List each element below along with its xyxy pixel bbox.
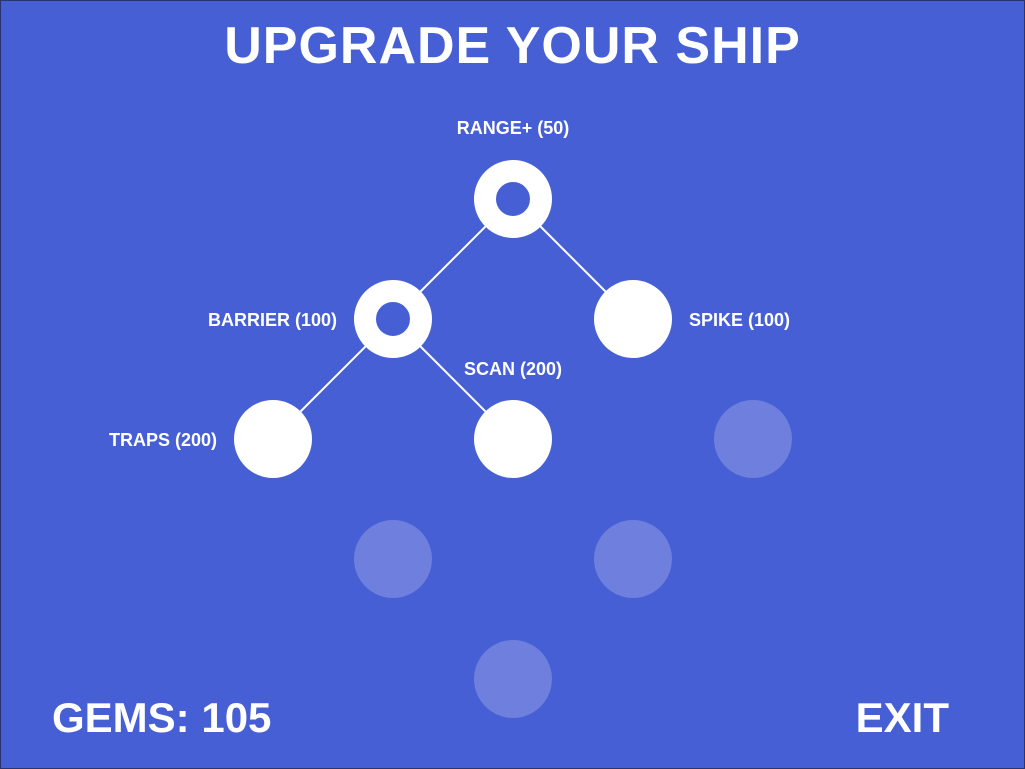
gems-counter: GEMS: 105 <box>52 694 272 741</box>
upgrade-node-circle <box>354 280 432 358</box>
upgrade-node-locked-1 <box>714 400 792 478</box>
upgrade-node-locked-4 <box>474 640 552 718</box>
upgrade-node-circle <box>474 640 552 718</box>
exit-button[interactable]: EXIT <box>855 694 949 741</box>
upgrade-node-traps[interactable]: TRAPS (200) <box>109 400 312 478</box>
upgrade-node-circle <box>234 400 312 478</box>
upgrade-node-circle <box>474 160 552 238</box>
upgrade-node-barrier[interactable]: BARRIER (100) <box>208 280 432 358</box>
upgrade-node-label: SCAN (200) <box>464 359 562 379</box>
upgrade-node-spike[interactable]: SPIKE (100) <box>594 280 790 358</box>
upgrade-node-locked-3 <box>594 520 672 598</box>
upgrade-node-label: SPIKE (100) <box>689 310 790 330</box>
upgrade-node-circle <box>714 400 792 478</box>
upgrade-node-range[interactable]: RANGE+ (50) <box>457 118 570 238</box>
page-title: UPGRADE YOUR SHIP <box>224 17 801 75</box>
upgrade-node-circle <box>594 280 672 358</box>
upgrade-node-locked-2 <box>354 520 432 598</box>
upgrade-node-label: TRAPS (200) <box>109 430 217 450</box>
upgrade-node-circle <box>474 400 552 478</box>
upgrade-node-label: BARRIER (100) <box>208 310 337 330</box>
upgrade-node-label: RANGE+ (50) <box>457 118 570 138</box>
upgrade-node-circle <box>594 520 672 598</box>
upgrade-node-scan[interactable]: SCAN (200) <box>464 359 562 478</box>
upgrade-node-circle <box>354 520 432 598</box>
